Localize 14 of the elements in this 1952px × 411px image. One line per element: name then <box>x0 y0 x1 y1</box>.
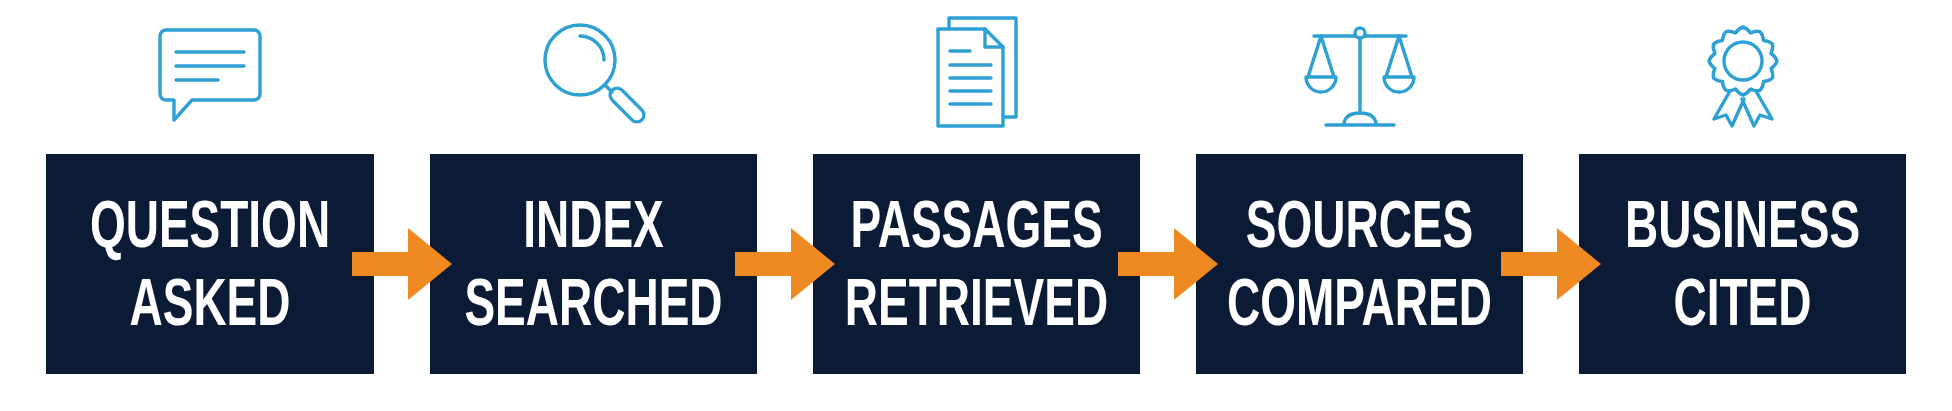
step-label: PASSAGES RETRIEVED <box>843 185 1110 342</box>
step-box <box>430 154 757 374</box>
arrow <box>352 228 452 300</box>
arrow <box>735 228 835 300</box>
step-box <box>813 154 1140 374</box>
arrow <box>1118 228 1218 300</box>
arrow <box>1501 228 1601 300</box>
step-box <box>46 154 374 374</box>
step-box <box>1196 154 1523 374</box>
step-label: BUSINESS CITED <box>1623 185 1862 342</box>
step-label: SOURCES COMPARED <box>1226 185 1493 342</box>
step-label: QUESTION ASKED <box>88 185 332 342</box>
step-box <box>1579 154 1906 374</box>
step-label: INDEX SEARCHED <box>463 185 724 342</box>
